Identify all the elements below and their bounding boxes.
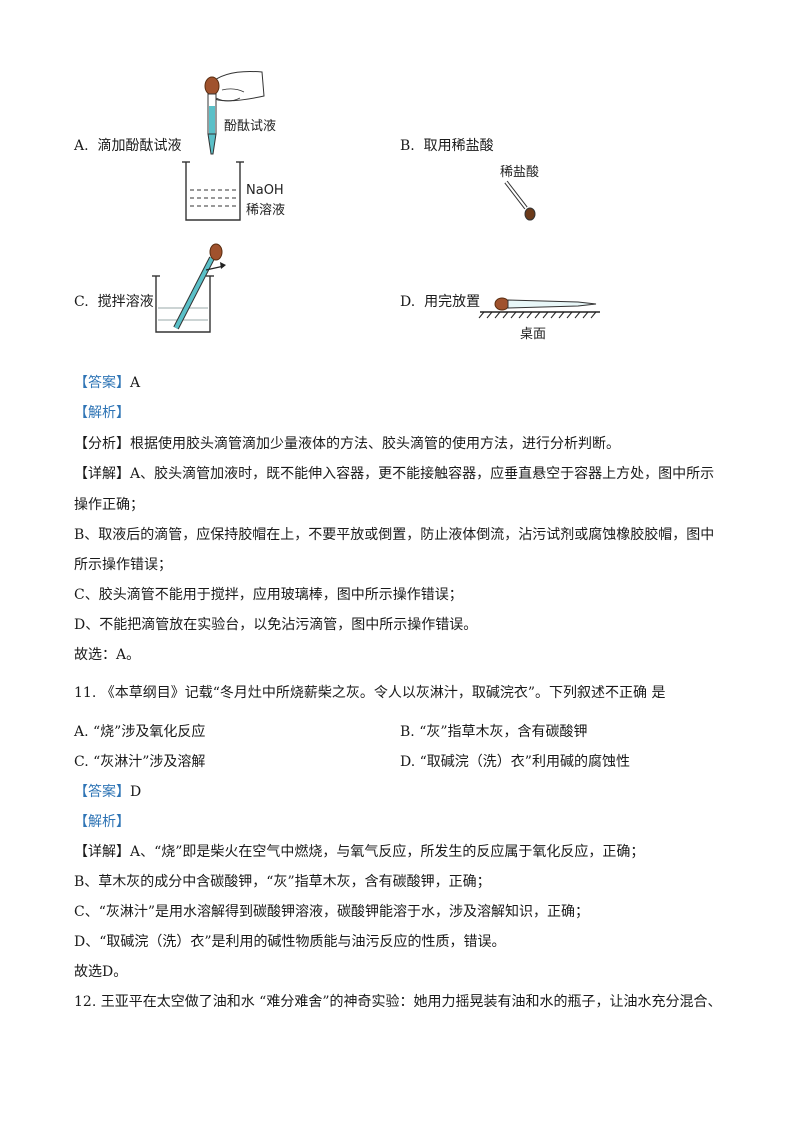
figure-dropper-on-desk: 桌面 [478,297,600,342]
answer-value: D [130,784,142,800]
figure-d-label: 桌面 [520,327,546,342]
answer-tag: 【答案】 [74,784,130,800]
q10-analysis-line-7: 故选：A。 [74,647,141,663]
q11-stem: 11. 《本草纲目》记载“冬月灶中所烧薪柴之灰。令人以灰淋汁，取碱浣衣”。下列叙… [74,685,666,701]
answer-value: A [130,375,141,391]
q11-detail-line-0: 【详解】A、“烧”即是柴火在空气中燃烧，与氧气反应，所发生的反应属于氧化反应，正… [74,844,645,860]
q12-stem: 12. 王亚平在太空做了油和水 “难分难舍”的神奇实验：她用力摇晃装有油和水的瓶… [74,994,722,1010]
figure-dropper-inverted: 稀盐酸 [500,165,539,221]
q10-option-d: D. 用完放置 [400,294,481,310]
figure-a-label-sol: 稀溶液 [246,203,285,218]
q11-option-b: B. “灰”指草木灰，含有碳酸钾 [400,724,588,740]
figure-a-label-naoh: NaOH [246,183,284,198]
q11-option-c: C. “灰淋汁”涉及溶解 [74,754,206,770]
q10-analysis-line-2: 操作正确； [74,497,144,513]
figure-b-label: 稀盐酸 [500,165,539,180]
q10-analysis-line-3: B、取液后的滴管，应保持胶帽在上，不要平放或倒置，防止液体倒流，沾污试剂或腐蚀橡… [74,527,715,543]
q10-option-a: A. 滴加酚酞试液 [74,138,182,154]
q11-option-a: A. “烧”涉及氧化反应 [74,724,206,740]
q11-analysis-tag: 【解析】 [74,814,130,830]
q11-detail-line-1: B、草木灰的成分中含碳酸钾，“灰”指草木灰，含有碳酸钾，正确； [74,874,491,890]
q11-detail-line-3: D、“取碱浣（洗）衣”是利用的碱性物质能与油污反应的性质，错误。 [74,934,506,950]
q10-analysis-line-1: 【详解】A、胶头滴管加液时，既不能伸入容器，更不能接触容器，应垂直悬空于容器上方… [74,466,715,482]
answer-tag: 【答案】 [74,375,130,391]
q10-option-c: C. 搅拌溶液 [74,294,154,310]
q10-analysis-tag: 【解析】 [74,405,130,421]
figure-dropper-vertical: 酚酞试液 NaOH 稀溶液 [182,71,285,221]
q10-option-b: B. 取用稀盐酸 [400,138,494,154]
q10-answer: 【答案】A [74,374,140,392]
q10-analysis-line-6: D、不能把滴管放在实验台，以免沾污滴管，图中所示操作错误。 [74,617,478,633]
figure-dropper-stirring [152,243,226,333]
q10-analysis-line-5: C、胶头滴管不能用于搅拌，应用玻璃棒，图中所示操作错误； [74,587,463,603]
q11-detail-line-2: C、“灰淋汁”是用水溶解得到碳酸钾溶液，碳酸钾能溶于水，涉及溶解知识，正确； [74,904,590,920]
q10-analysis-line-0: 【分析】根据使用胶头滴管滴加少量液体的方法、胶头滴管的使用方法，进行分析判断。 [74,436,620,452]
q11-option-d: D. “取碱浣（洗）衣”利用碱的腐蚀性 [400,754,630,770]
q10-analysis-line-4: 所示操作错误； [74,557,172,573]
figure-a-label-top: 酚酞试液 [224,119,276,134]
q11-detail-line-4: 故选D。 [74,964,128,980]
q11-answer: 【答案】D [74,783,141,801]
